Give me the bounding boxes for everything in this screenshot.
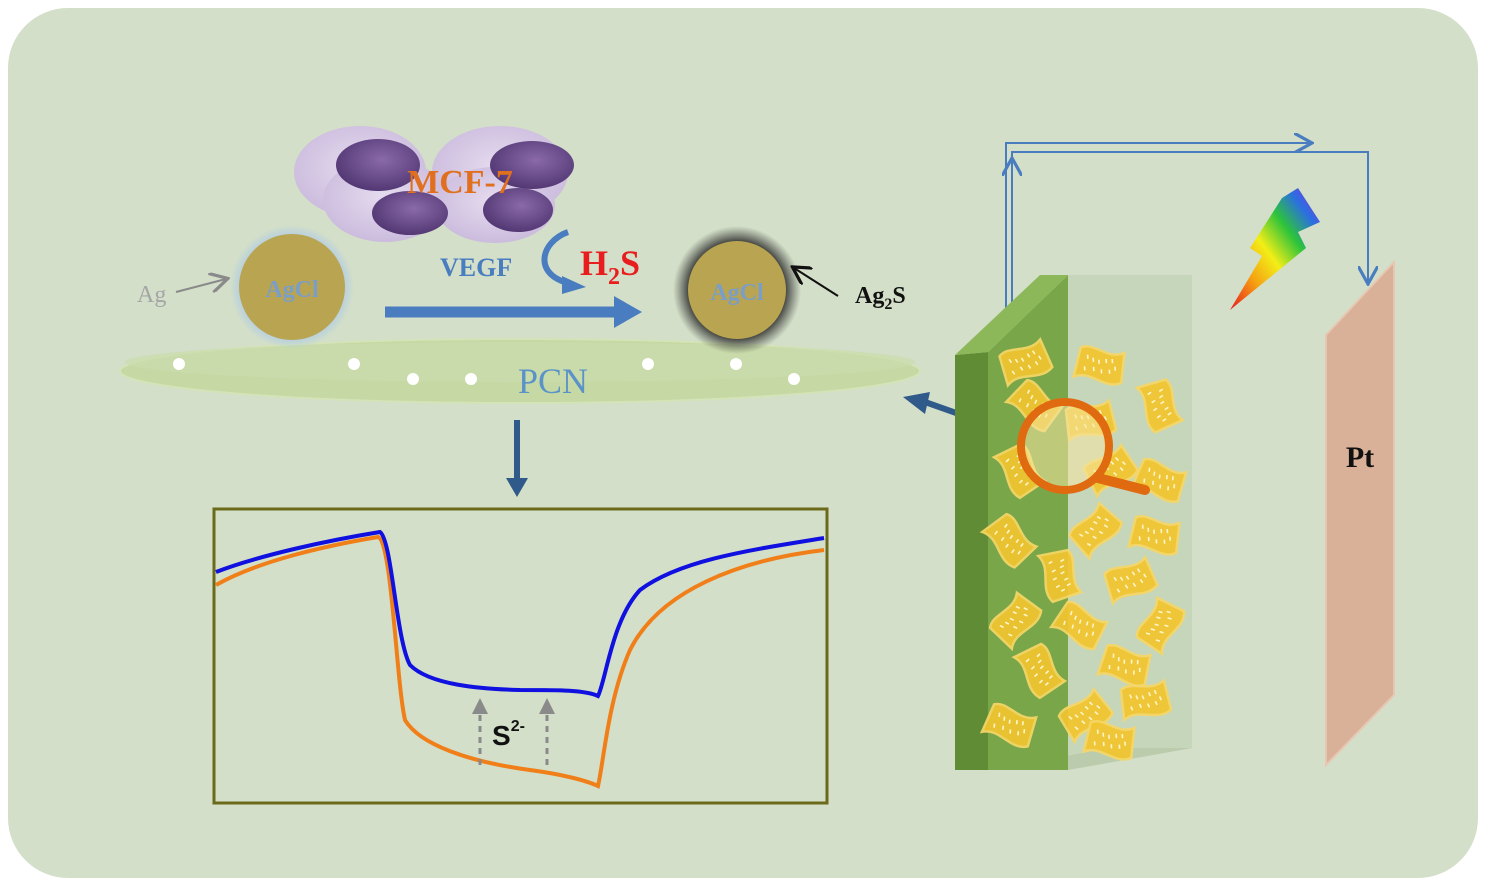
- ag-arrow: [175, 279, 226, 293]
- down-arrow-head: [506, 478, 528, 497]
- mcf7-label: MCF-7: [407, 164, 513, 201]
- zoom-arrow-head: [903, 392, 930, 414]
- h2s-label: H2S: [580, 243, 640, 290]
- pt-label: Pt: [1346, 441, 1374, 474]
- ag2s-arrow: [794, 268, 839, 297]
- orange-curve: [215, 534, 825, 789]
- reaction-arrow-head: [614, 296, 642, 328]
- ag-label: Ag: [137, 282, 166, 308]
- background-panel: [8, 8, 1478, 878]
- s2-label: S2-: [492, 718, 525, 751]
- vegf-label: VEGF: [440, 253, 512, 282]
- light-bolt-icon: [1230, 188, 1320, 310]
- electrode-glass-front: [955, 352, 988, 770]
- s2-arrows: [472, 698, 555, 765]
- ag2s-label: Ag2S: [855, 283, 906, 313]
- cell-nucleus: [483, 188, 553, 232]
- cell-nucleus: [372, 191, 448, 235]
- curved-reaction-arrow: [541, 229, 573, 287]
- cell-nucleus: [490, 141, 574, 189]
- agcl-right-label: AgCl: [710, 280, 764, 306]
- pcn-dots: [173, 358, 800, 385]
- cell-nucleus: [336, 139, 420, 191]
- agcl-right-particle: [688, 241, 786, 339]
- magnifier-icon: [1017, 398, 1150, 495]
- pcn-label: PCN: [518, 361, 588, 401]
- mcf7-cells: [294, 126, 574, 243]
- curved-arrow-head: [562, 276, 586, 294]
- blue-curve: [215, 529, 825, 699]
- circuit-wire: [1006, 143, 1368, 308]
- plot-frame: [212, 507, 829, 805]
- pt-electrode: [1325, 259, 1395, 768]
- agcl-left-label: AgCl: [265, 277, 319, 303]
- agcl-left-particle: [239, 234, 345, 340]
